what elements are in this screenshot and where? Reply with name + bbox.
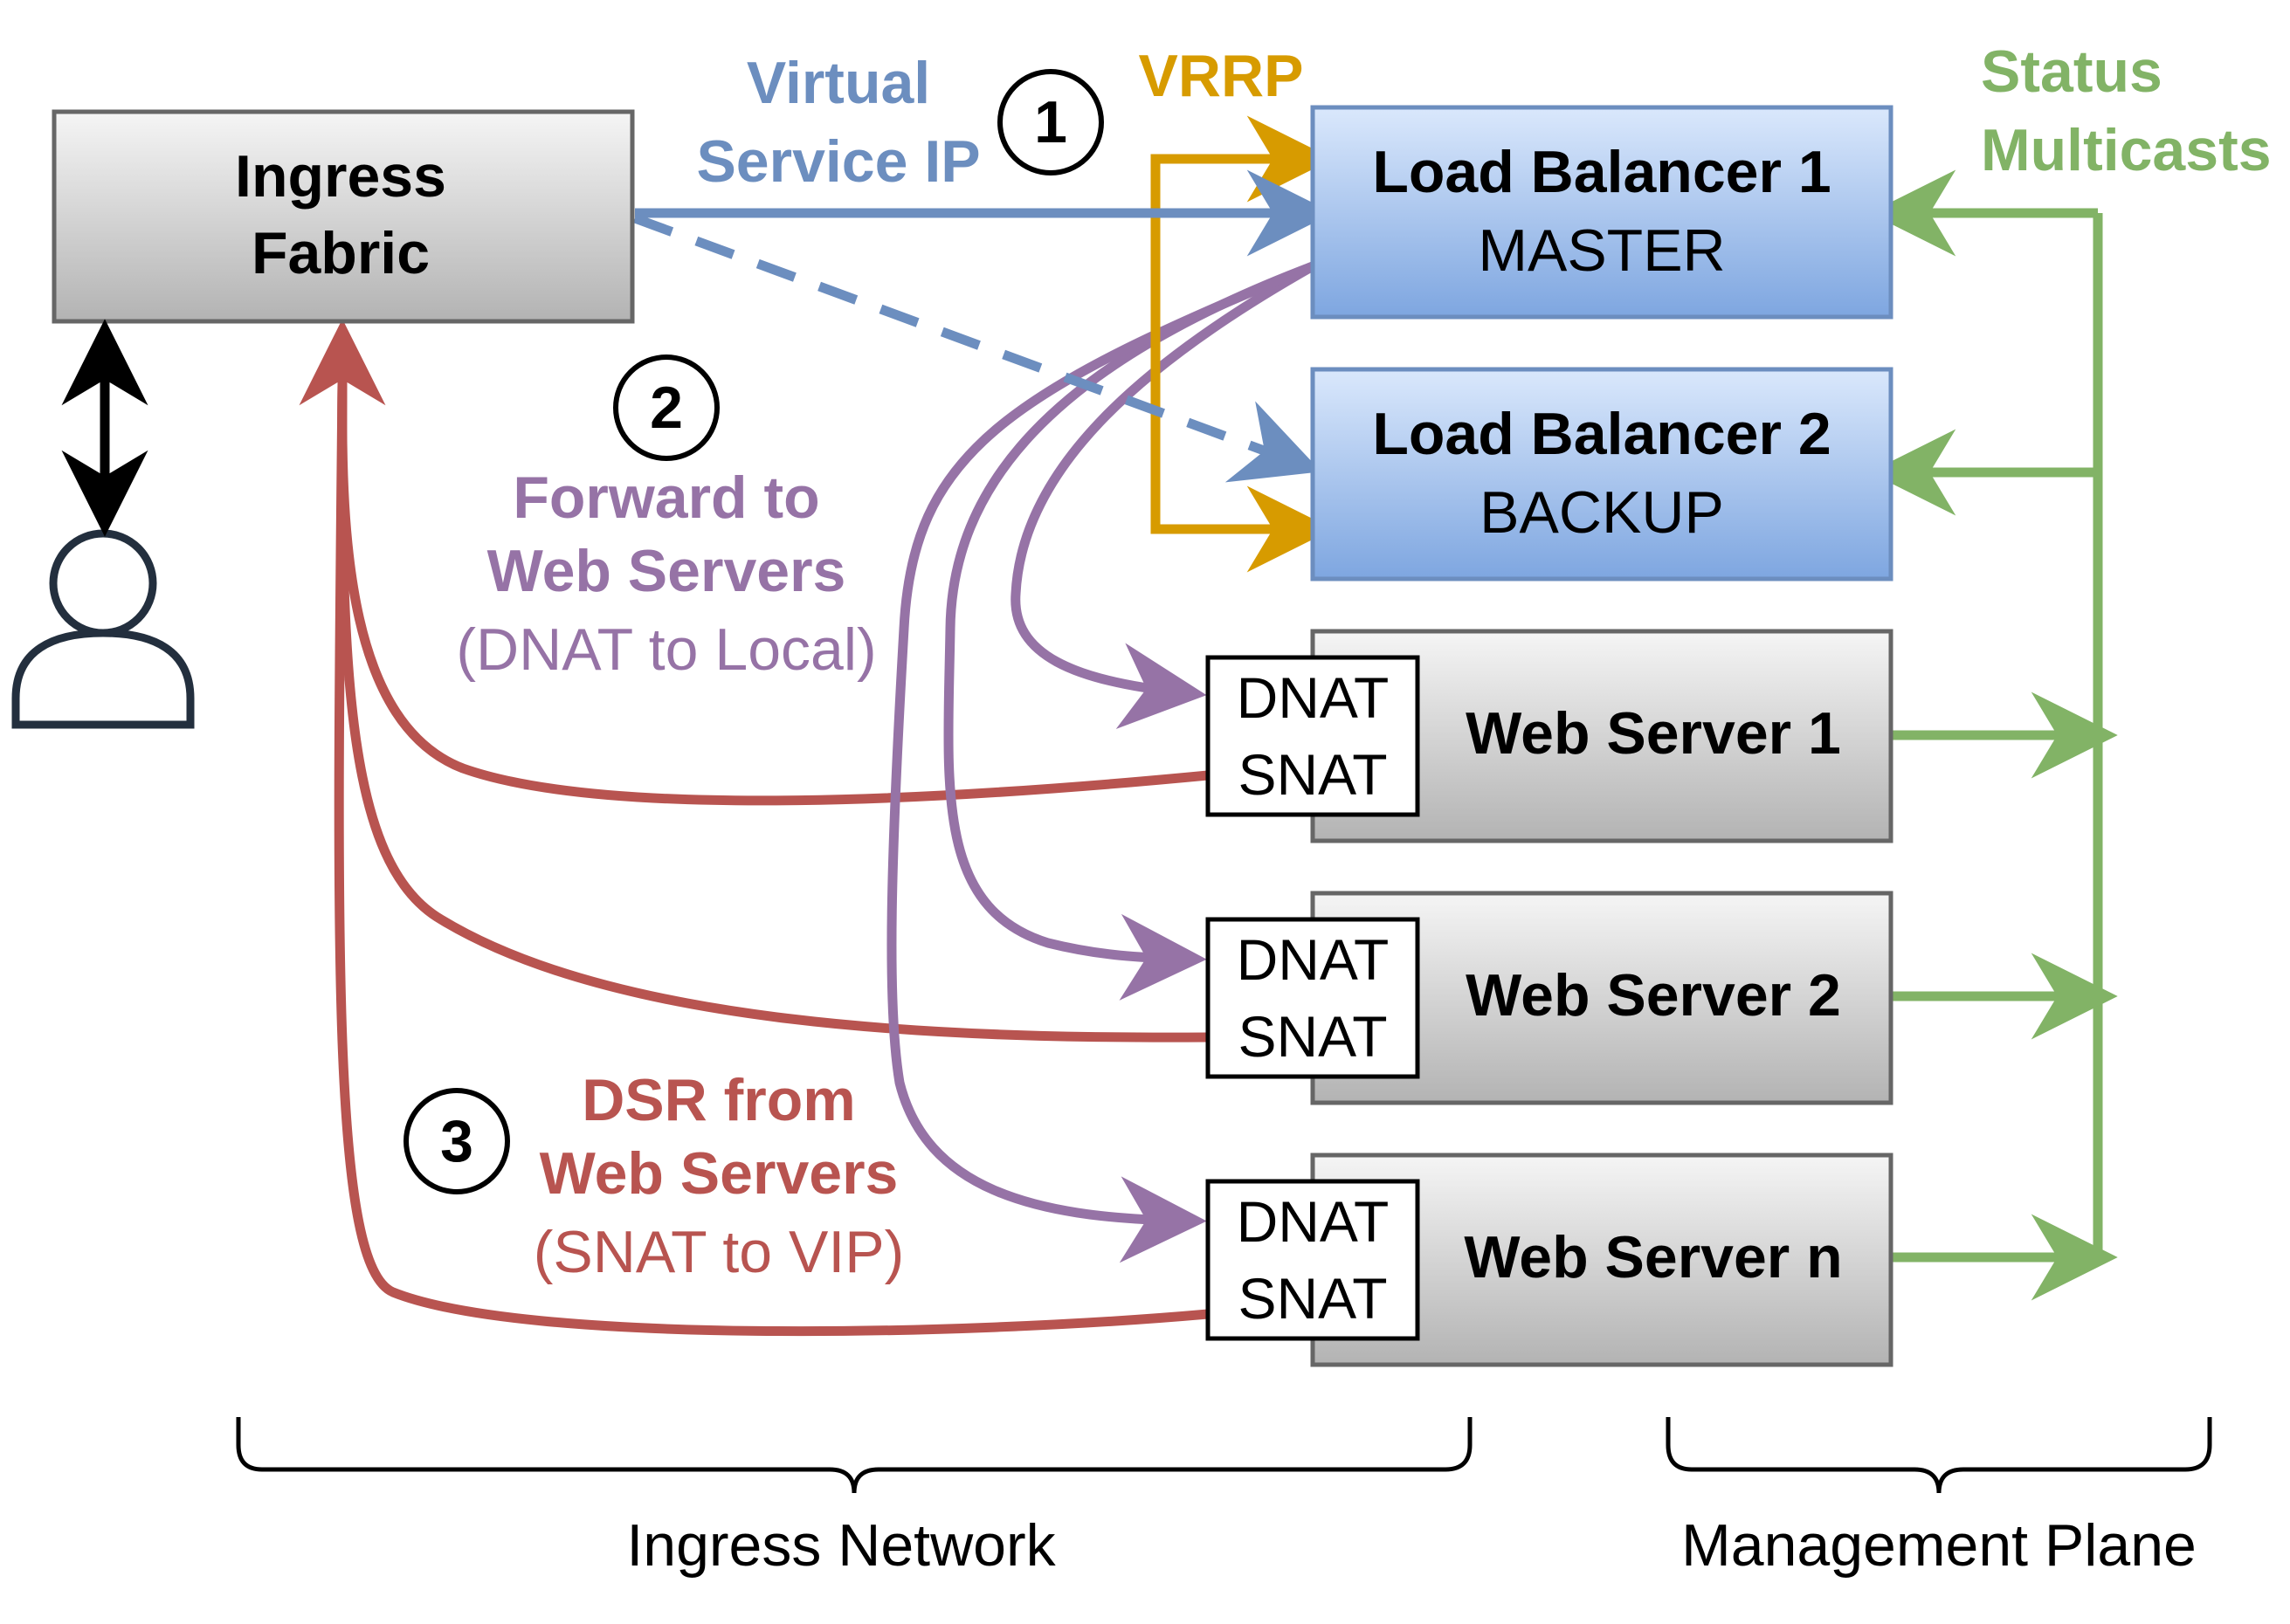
vrrp-bracket bbox=[1150, 154, 1307, 534]
vrrp-label: VRRP bbox=[1139, 43, 1304, 109]
status-arrows bbox=[1869, 169, 2118, 1301]
forward-arrow-wsn bbox=[886, 261, 1318, 1263]
dsr-label-line3: (SNAT to VIP) bbox=[534, 1219, 904, 1285]
ws2-nat-box bbox=[1205, 917, 1420, 1079]
vip-label-line2: Service IP bbox=[696, 128, 980, 195]
status-label-line1: Status bbox=[1981, 38, 2162, 105]
step-3-marker: 3 bbox=[404, 1088, 510, 1194]
ws2-dnat: DNAT bbox=[1237, 927, 1390, 992]
wsn-name: Web Server n bbox=[1464, 1224, 1842, 1290]
dsr-label-line1: DSR from bbox=[582, 1067, 856, 1133]
lb1-name: Load Balancer 1 bbox=[1372, 139, 1831, 205]
user-icon bbox=[11, 529, 195, 729]
dsr-arrow-ws2 bbox=[337, 379, 1213, 1043]
ingress-fabric-box: Ingress Fabric bbox=[52, 109, 635, 324]
lb2-name: Load Balancer 2 bbox=[1372, 401, 1831, 467]
status-label-line2: Multicasts bbox=[1981, 117, 2272, 183]
ws1-snat: SNAT bbox=[1238, 742, 1387, 807]
wsn-snat: SNAT bbox=[1238, 1266, 1387, 1331]
forward-arrow-ws2 bbox=[943, 261, 1318, 1001]
vip-arrow-lb2-dashed bbox=[633, 213, 1321, 483]
management-plane-brace bbox=[1666, 1417, 2212, 1494]
forward-label-line2: Web Servers bbox=[487, 538, 846, 604]
load-balancer-1-box: Load Balancer 1 MASTER bbox=[1310, 105, 1893, 320]
vrrp-arrows bbox=[1150, 115, 1334, 573]
dsr-label-line2: Web Servers bbox=[540, 1140, 899, 1207]
ingress-network-brace bbox=[236, 1417, 1473, 1494]
forward-label-line3: (DNAT to Local) bbox=[456, 616, 876, 683]
step-2-label: 2 bbox=[650, 375, 683, 441]
ingress-network-label: Ingress Network bbox=[626, 1512, 1056, 1579]
ws2-snat: SNAT bbox=[1238, 1004, 1387, 1069]
wsn-dnat: DNAT bbox=[1237, 1189, 1390, 1254]
lb2-role: BACKUP bbox=[1480, 479, 1724, 546]
dsr-arrows bbox=[299, 319, 1213, 1337]
ws1-nat-box bbox=[1205, 655, 1420, 817]
wsn-nat-box bbox=[1205, 1179, 1420, 1341]
dsr-arrow-ws1 bbox=[337, 379, 1213, 806]
web-server-n-box: DNAT SNAT Web Server n bbox=[1205, 1153, 1893, 1367]
ingress-label-line1: Ingress bbox=[235, 143, 446, 210]
forward-arrows bbox=[886, 261, 1318, 1263]
vip-arrows bbox=[633, 169, 1334, 483]
ws2-name: Web Server 2 bbox=[1466, 962, 1841, 1029]
ws1-name: Web Server 1 bbox=[1466, 700, 1841, 767]
step-3-label: 3 bbox=[440, 1108, 473, 1174]
load-balancer-2-box: Load Balancer 2 BACKUP bbox=[1310, 367, 1893, 581]
step-1-marker: 1 bbox=[997, 69, 1104, 175]
vip-label-line1: Virtual bbox=[747, 50, 930, 116]
step-1-label: 1 bbox=[1034, 89, 1067, 155]
step-2-marker: 2 bbox=[613, 354, 720, 461]
forward-arrow-ws1 bbox=[1010, 261, 1318, 729]
lb1-role: MASTER bbox=[1478, 217, 1725, 284]
management-plane-label: Management Plane bbox=[1681, 1512, 2197, 1579]
forward-label-line1: Forward to bbox=[513, 464, 819, 531]
web-server-1-box: DNAT SNAT Web Server 1 bbox=[1205, 629, 1893, 843]
ws1-dnat: DNAT bbox=[1237, 665, 1390, 730]
dsr-arrow-wsn bbox=[334, 379, 1213, 1337]
ingress-label-line2: Fabric bbox=[252, 220, 430, 286]
web-server-2-box: DNAT SNAT Web Server 2 bbox=[1205, 891, 1893, 1105]
